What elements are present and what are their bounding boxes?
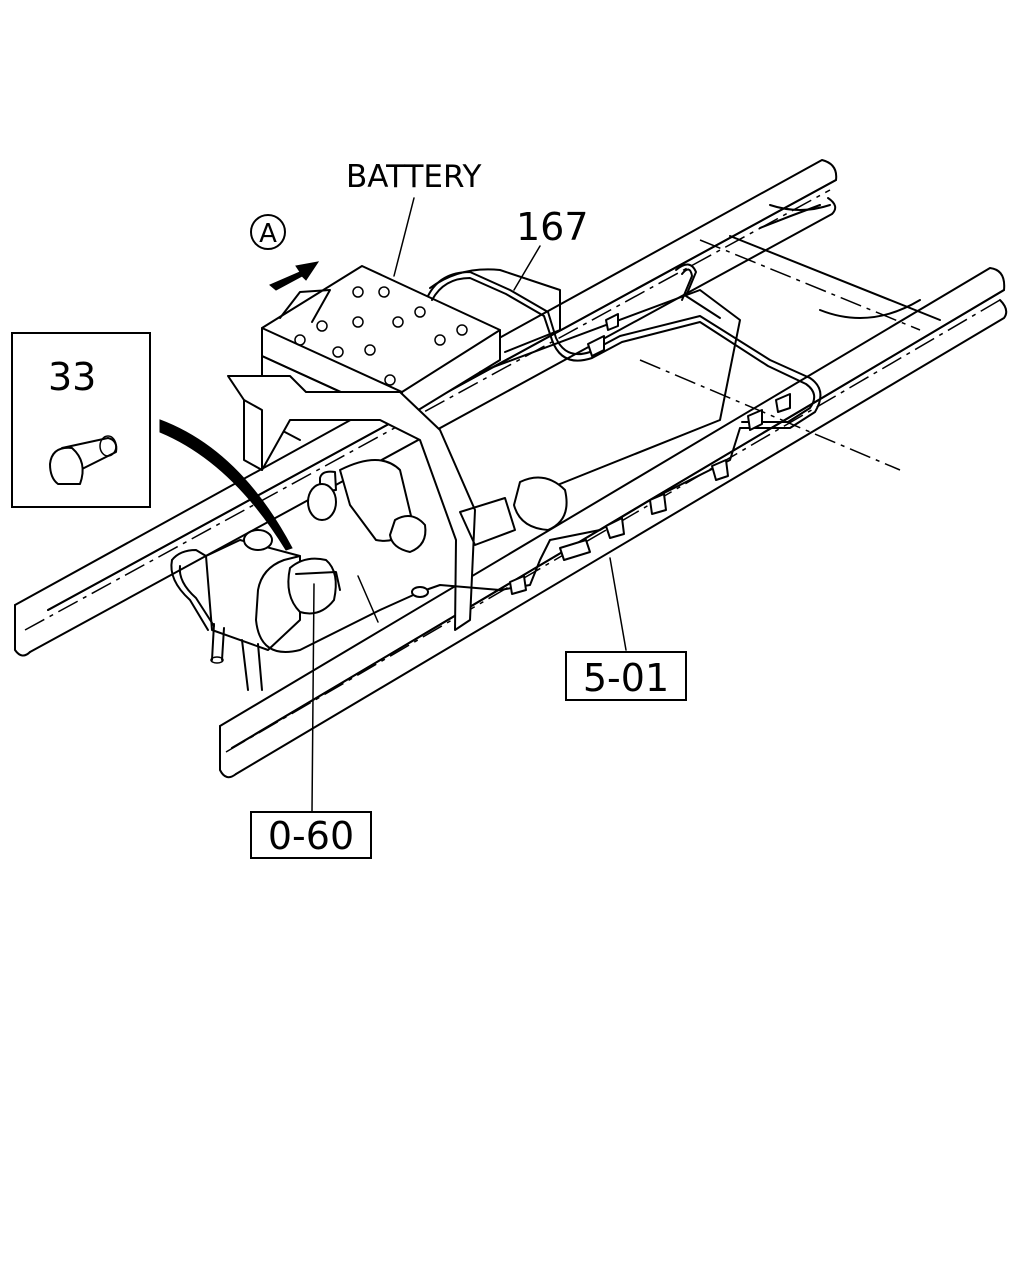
view-marker-circle (250, 214, 286, 250)
ref-5-01-box: 5-01 (565, 651, 687, 701)
leader-lines (311, 197, 627, 813)
detail-pointer (159, 419, 293, 551)
battery-label: BATTERY (346, 159, 482, 195)
ref-0-60-box: 0-60 (250, 811, 372, 859)
view-marker-label: A (259, 219, 277, 249)
reservoir-tank (205, 459, 427, 691)
part-33-label: 33 (48, 355, 96, 399)
fuel-tank (429, 268, 741, 531)
line-clips (411, 313, 791, 598)
part-33-inset: 33 (11, 332, 151, 508)
ref-0-60-label: 0-60 (268, 814, 354, 858)
support-bracket (227, 375, 516, 631)
view-direction-arrow-icon (269, 261, 320, 291)
ref-5-01-label: 5-01 (583, 656, 669, 700)
fuel-line (170, 263, 822, 653)
cross-members (639, 204, 941, 471)
part-167-label: 167 (516, 205, 589, 249)
